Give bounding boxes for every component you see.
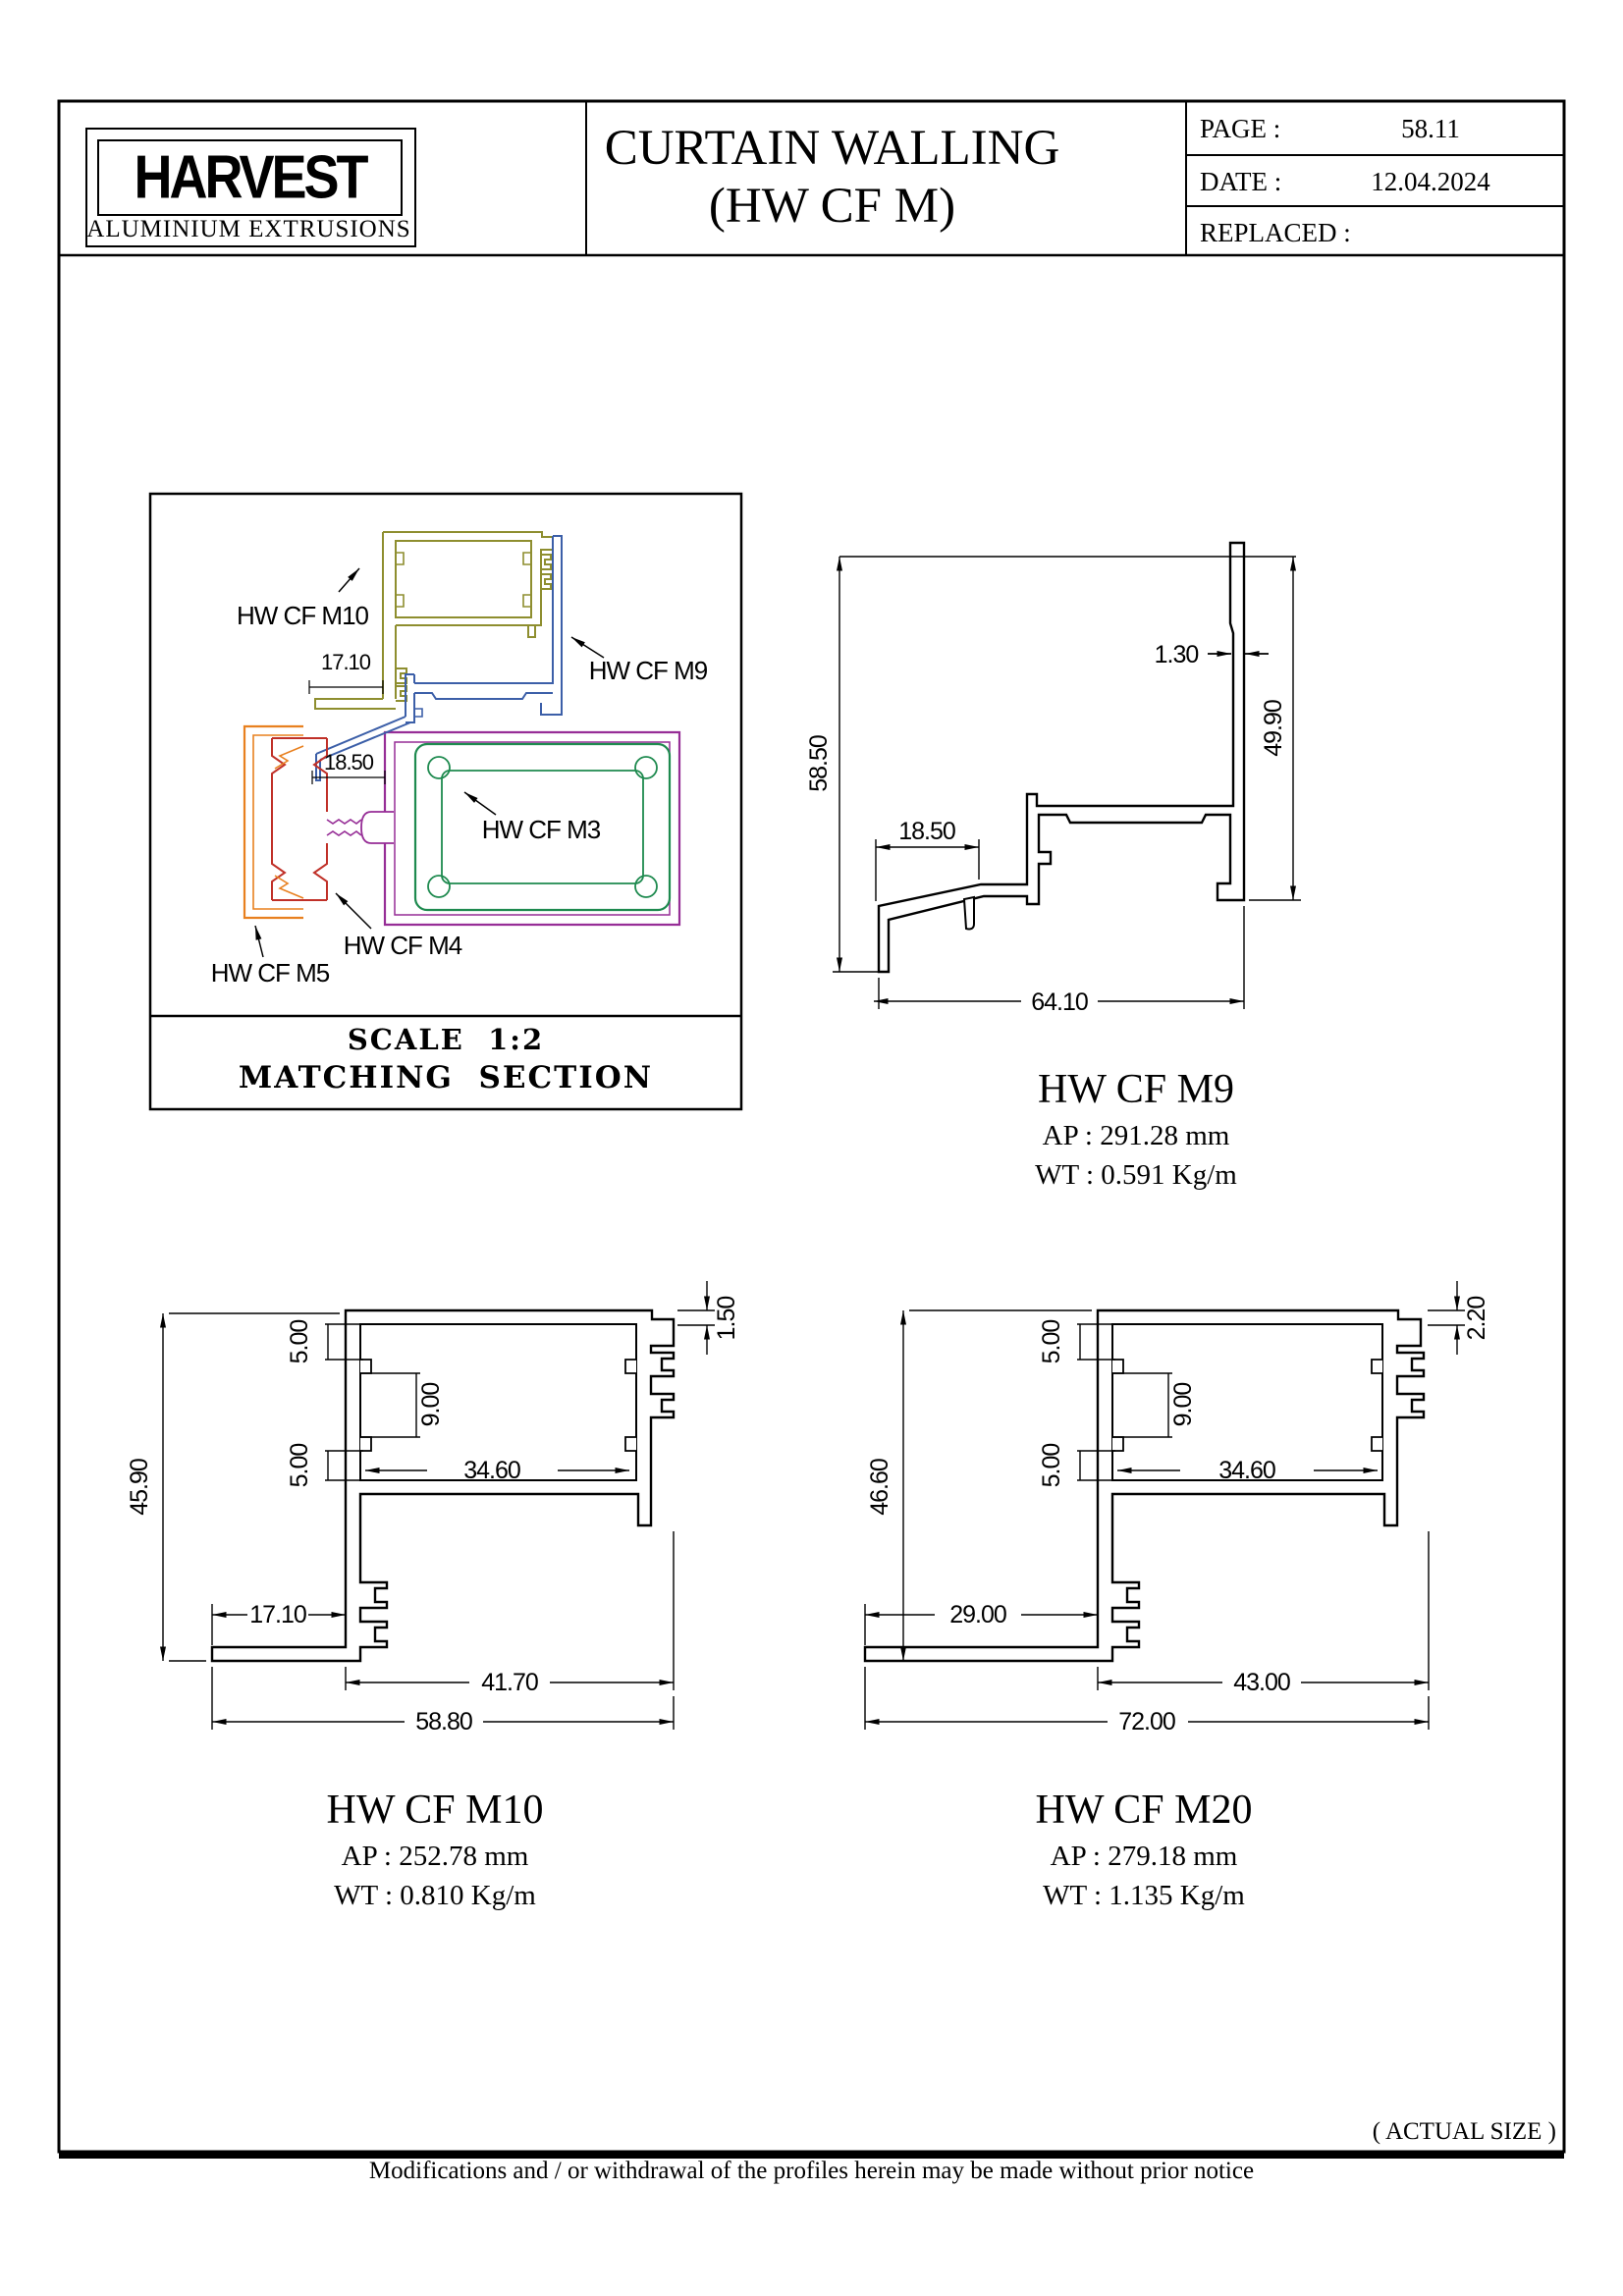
matching-section-caption: SCALE 1:2 MATCHING SECTION — [150, 1023, 741, 1095]
page-border — [57, 99, 1566, 2159]
actual-size-note: ( ACTUAL SIZE ) — [1372, 2118, 1556, 2145]
m9-ap: AP : 291.28 mm — [1042, 1120, 1230, 1151]
page-label: PAGE : — [1200, 114, 1281, 143]
m10-wt: WT : 0.810 Kg/m — [334, 1880, 536, 1911]
matching-m10-profile — [314, 531, 554, 710]
m10-notches — [360, 1359, 636, 1452]
m10-dim-leg: 17.10 — [249, 1601, 306, 1629]
m20-dim-mid9: 9.00 — [1169, 1383, 1197, 1427]
matching-section-box — [148, 492, 743, 1111]
m20-dimensions — [864, 1281, 1465, 1730]
title-line-2: (HW CF M) — [708, 179, 956, 234]
m20-ap: AP : 279.18 mm — [1050, 1841, 1238, 1872]
label-hw-cf-m10: HW CF M10 — [237, 601, 369, 630]
m9-sill-hook — [962, 895, 975, 931]
m9-dimensions — [833, 556, 1301, 1009]
matching-dim-1850: 18.50 — [324, 750, 374, 774]
m20-drawing: 46.60 5.00 9.00 5.00 34.60 2.20 29.00 43… — [863, 1281, 1490, 1735]
label-hw-cf-m4: HW CF M4 — [343, 931, 463, 960]
m9-title-block: HW CF M9 AP : 291.28 mm WT : 0.591 Kg/m — [940, 1066, 1332, 1192]
m10-dim-box-width: 41.70 — [481, 1669, 538, 1696]
info-row-date: DATE : 12.04.2024 — [1200, 167, 1553, 197]
label-hw-cf-m3: HW CF M3 — [481, 815, 602, 844]
m20-notches — [1112, 1359, 1382, 1452]
m10-drawing: 45.90 5.00 9.00 5.00 34.60 1.50 17.10 41… — [126, 1281, 740, 1735]
date-label: DATE : — [1200, 167, 1282, 196]
m9-profile-outline — [877, 541, 1246, 974]
m20-dim-inner-width: 34.60 — [1218, 1457, 1275, 1484]
dim-17-10-line — [308, 680, 384, 694]
m10-dim-mid9: 9.00 — [417, 1383, 445, 1427]
m9-dim-width: 64.10 — [1031, 988, 1088, 1016]
m10-dim-height: 45.90 — [126, 1459, 153, 1516]
m10-ap: AP : 252.78 mm — [341, 1841, 529, 1872]
title-line-1: CURTAIN WALLING — [604, 121, 1060, 177]
label-hw-cf-m5: HW CF M5 — [210, 958, 331, 988]
matching-leaders — [254, 567, 605, 958]
matching-m9-profile — [315, 535, 563, 781]
logo: HARVEST — [97, 139, 403, 216]
m10-dim-inner-width: 34.60 — [463, 1457, 520, 1484]
document-title: CURTAIN WALLING (HW CF M) — [589, 104, 1075, 251]
m20-title: HW CF M20 — [1035, 1788, 1253, 1833]
brand-logotype: HARVEST — [134, 143, 368, 212]
m9-drawing: 58.50 49.90 1.30 18.50 64.10 — [805, 541, 1301, 1016]
m9-dim-left-width: 18.50 — [898, 818, 955, 845]
m9-dim-height: 58.50 — [805, 735, 833, 792]
matching-m3-profile — [413, 742, 672, 912]
matching-m5-profile — [243, 724, 304, 920]
m20-dim-lip: 2.20 — [1463, 1297, 1490, 1341]
m10-title: HW CF M10 — [326, 1788, 544, 1833]
matching-frame-profile — [326, 730, 681, 927]
m9-dim-thickness: 1.30 — [1155, 641, 1199, 668]
m10-dim-lip: 1.50 — [713, 1297, 740, 1341]
m9-title: HW CF M9 — [1038, 1067, 1234, 1112]
page-value: 58.11 — [1401, 114, 1460, 143]
m10-dim-bot5: 5.00 — [286, 1444, 313, 1488]
m10-cavity — [359, 1323, 637, 1481]
disclaimer: Modifications and / or withdrawal of the… — [368, 2158, 1255, 2184]
replaced-label: REPLACED : — [1200, 218, 1351, 247]
m20-wt: WT : 1.135 Kg/m — [1043, 1880, 1245, 1911]
m10-dimensions — [160, 1281, 715, 1730]
m9-wt: WT : 0.591 Kg/m — [1035, 1159, 1237, 1191]
m10-dim-top5: 5.00 — [286, 1320, 313, 1364]
m20-title-block: HW CF M20 AP : 279.18 mm WT : 1.135 Kg/m — [947, 1787, 1340, 1912]
dim-18-50-line — [311, 771, 386, 784]
date-value: 12.04.2024 — [1371, 167, 1490, 196]
m20-dim-leg: 29.00 — [949, 1601, 1006, 1629]
m20-dim-box-width: 43.00 — [1233, 1669, 1290, 1696]
scale-label: SCALE 1:2 — [347, 1023, 545, 1056]
m20-dim-top5: 5.00 — [1038, 1320, 1065, 1364]
m20-dim-height: 46.60 — [866, 1459, 893, 1516]
label-hw-cf-m9: HW CF M9 — [588, 656, 709, 685]
m10-title-block: HW CF M10 AP : 252.78 mm WT : 0.810 Kg/m — [239, 1787, 631, 1912]
m10-dim-width: 58.80 — [415, 1708, 472, 1735]
m20-dim-bot5: 5.00 — [1038, 1444, 1065, 1488]
logo-subtitle: ALUMINIUM EXTRUSIONS — [86, 216, 411, 242]
m9-dim-right-height: 49.90 — [1260, 700, 1287, 757]
m20-cavity — [1111, 1323, 1383, 1481]
logo-box — [85, 128, 416, 247]
screw-thread — [326, 819, 362, 836]
matching-m4-profile — [271, 737, 328, 901]
info-row-replaced: REPLACED : — [1200, 218, 1553, 248]
info-row-page: PAGE : 58.11 — [1200, 114, 1553, 144]
m20-dim-width: 72.00 — [1118, 1708, 1175, 1735]
matching-dim-1710: 17.10 — [321, 650, 371, 674]
matching-section-label: MATCHING SECTION — [238, 1060, 654, 1095]
